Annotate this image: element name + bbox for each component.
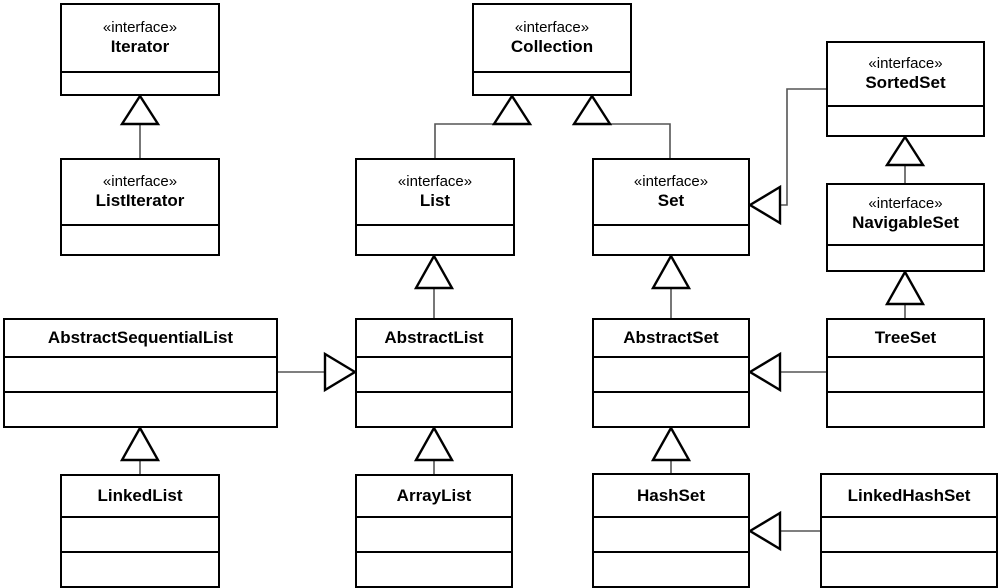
attributes-compartment xyxy=(594,356,748,391)
class-name-label: AbstractList xyxy=(384,328,484,348)
edge-abstractsequentiallist-extends-abstractlist xyxy=(278,351,358,393)
class-name-label: Collection xyxy=(510,36,594,56)
operations-compartment xyxy=(62,551,218,586)
edge-listiterator-extends-iterator xyxy=(119,93,161,158)
class-name-label: AbstractSet xyxy=(623,328,719,348)
attributes-compartment xyxy=(62,71,218,94)
class-name-label: LinkedHashSet xyxy=(847,485,971,505)
class-name-label: NavigableSet xyxy=(852,213,959,233)
class-box-array-list[interactable]: ArrayList xyxy=(355,474,513,588)
class-header-array-list: ArrayList xyxy=(357,476,511,516)
operations-compartment xyxy=(594,391,748,426)
stereotype-label: «interface» xyxy=(633,172,709,190)
edge-abstractset-implements-set xyxy=(650,253,692,318)
class-box-sorted-set[interactable]: «interface» SortedSet xyxy=(826,41,985,137)
class-header-collection: «interface» Collection xyxy=(474,5,630,71)
operations-compartment xyxy=(594,551,748,586)
class-header-abstract-sequential-list: AbstractSequentialList xyxy=(5,320,276,356)
operations-compartment xyxy=(828,391,983,426)
class-box-iterator[interactable]: «interface» Iterator xyxy=(60,3,220,96)
class-box-collection[interactable]: «interface» Collection xyxy=(472,3,632,96)
stereotype-label: «interface» xyxy=(397,172,473,190)
class-header-iterator: «interface» Iterator xyxy=(62,5,218,71)
class-name-label: ListIterator xyxy=(95,190,185,210)
class-header-hash-set: HashSet xyxy=(594,475,748,516)
edge-arraylist-extends-abstractlist xyxy=(413,425,455,474)
stereotype-label: «interface» xyxy=(868,54,943,72)
class-header-abstract-set: AbstractSet xyxy=(594,320,748,356)
class-name-label: SortedSet xyxy=(865,72,946,92)
class-box-list[interactable]: «interface» List xyxy=(355,158,515,256)
class-box-abstract-set[interactable]: AbstractSet xyxy=(592,318,750,428)
class-box-linked-list[interactable]: LinkedList xyxy=(60,474,220,588)
attributes-compartment xyxy=(828,356,983,391)
attributes-compartment xyxy=(822,516,996,551)
stereotype-label: «interface» xyxy=(514,18,590,36)
operations-compartment xyxy=(5,391,276,426)
class-box-navigable-set[interactable]: «interface» NavigableSet xyxy=(826,183,985,272)
attributes-compartment xyxy=(828,105,983,135)
class-box-tree-set[interactable]: TreeSet xyxy=(826,318,985,428)
attributes-compartment xyxy=(5,356,276,391)
class-header-list: «interface» List xyxy=(357,160,513,224)
class-header-list-iterator: «interface» ListIterator xyxy=(62,160,218,224)
edge-linkedhashset-extends-hashset xyxy=(747,510,820,552)
class-name-label: AbstractSequentialList xyxy=(47,328,234,348)
edge-abstractlist-implements-list xyxy=(413,253,455,318)
stereotype-label: «interface» xyxy=(102,18,178,36)
class-name-label: LinkedList xyxy=(97,486,183,506)
class-name-label: List xyxy=(419,190,451,210)
class-name-label: ArrayList xyxy=(396,486,472,506)
class-box-set[interactable]: «interface» Set xyxy=(592,158,750,256)
class-header-abstract-list: AbstractList xyxy=(357,320,511,356)
operations-compartment xyxy=(357,551,511,586)
attributes-compartment xyxy=(828,244,983,270)
operations-compartment xyxy=(822,551,996,586)
edge-treeset-extends-abstractset xyxy=(747,351,826,393)
class-header-set: «interface» Set xyxy=(594,160,748,224)
class-box-abstract-sequential-list[interactable]: AbstractSequentialList xyxy=(3,318,278,428)
attributes-compartment xyxy=(594,516,748,551)
edge-sortedset-extends-set xyxy=(747,88,826,226)
class-header-navigable-set: «interface» NavigableSet xyxy=(828,185,983,244)
edge-list-extends-collection xyxy=(434,93,533,158)
class-box-list-iterator[interactable]: «interface» ListIterator xyxy=(60,158,220,256)
class-header-sorted-set: «interface» SortedSet xyxy=(828,43,983,105)
edge-linkedlist-extends-abstractsequentiallist xyxy=(119,425,161,474)
class-name-label: HashSet xyxy=(636,485,706,505)
class-box-linked-hash-set[interactable]: LinkedHashSet xyxy=(820,473,998,588)
stereotype-label: «interface» xyxy=(868,195,943,213)
class-box-abstract-list[interactable]: AbstractList xyxy=(355,318,513,428)
attributes-compartment xyxy=(62,224,218,254)
class-header-tree-set: TreeSet xyxy=(828,320,983,356)
attributes-compartment xyxy=(357,224,513,254)
edge-set-extends-collection xyxy=(571,93,671,158)
class-name-label: TreeSet xyxy=(874,328,937,348)
class-name-label: Set xyxy=(657,190,685,210)
class-name-label: Iterator xyxy=(110,36,170,56)
operations-compartment xyxy=(357,391,511,426)
attributes-compartment xyxy=(474,71,630,94)
edge-hashset-extends-abstractset xyxy=(650,425,692,473)
class-header-linked-hash-set: LinkedHashSet xyxy=(822,475,996,516)
attributes-compartment xyxy=(62,516,218,551)
attributes-compartment xyxy=(357,516,511,551)
edge-treeset-implements-navigableset xyxy=(884,269,926,318)
class-box-hash-set[interactable]: HashSet xyxy=(592,473,750,588)
class-header-linked-list: LinkedList xyxy=(62,476,218,516)
stereotype-label: «interface» xyxy=(102,172,178,190)
attributes-compartment xyxy=(594,224,748,254)
edge-navigableset-extends-sortedset xyxy=(884,134,926,183)
attributes-compartment xyxy=(357,356,511,391)
